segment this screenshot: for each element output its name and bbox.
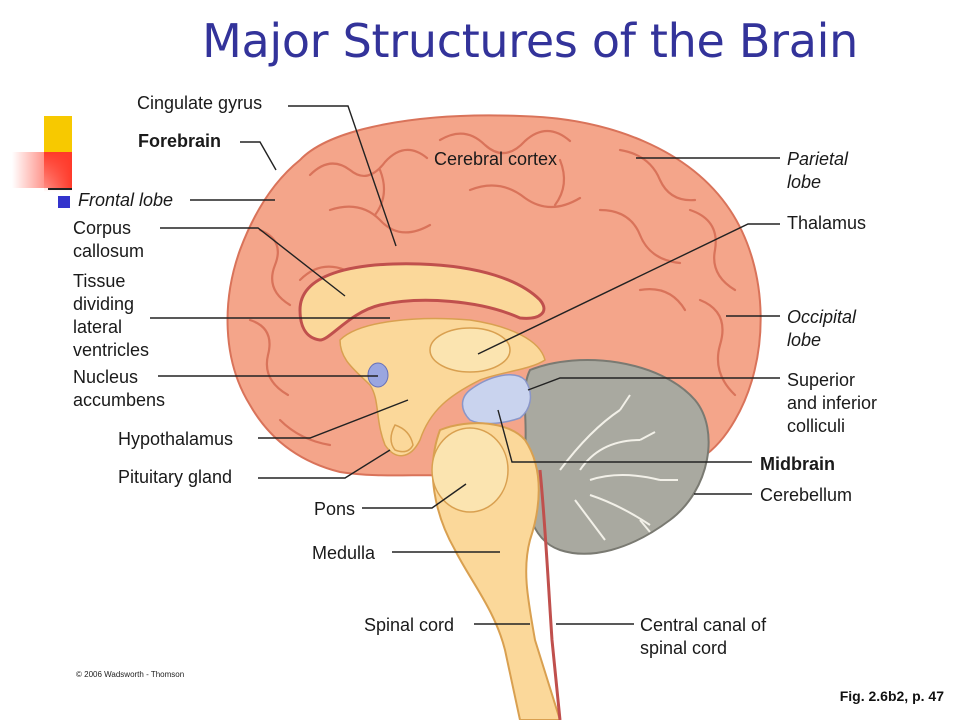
cerebellum-shape (522, 359, 710, 555)
label-canal-2: spinal cord (640, 638, 728, 658)
label-tissue-4: ventricles (73, 340, 150, 360)
colliculi-shape (461, 374, 532, 425)
deco-line (48, 188, 72, 190)
pituitary-shape (390, 424, 414, 453)
label-medulla: Medulla (312, 543, 376, 563)
label-parietal-1: Parietal (787, 149, 849, 169)
label-occipital-1: Occipital (787, 307, 857, 327)
label-colliculi-3: colliculi (787, 416, 846, 436)
pons-shape (431, 427, 509, 513)
label-nucleus-1: Nucleus (73, 367, 139, 387)
slide-title: Major Structures of the Brain (202, 14, 858, 68)
label-tissue-1: Tissue (73, 271, 126, 291)
corpus-callosum (298, 262, 546, 342)
label-colliculi-2: and inferior (787, 393, 878, 413)
deco-red-gradient-vertical (44, 152, 72, 192)
label-corpus-callosum-2: callosum (73, 241, 145, 261)
label-occipital-2: lobe (787, 330, 822, 350)
label-tissue-3: lateral (73, 317, 123, 337)
label-pons: Pons (314, 499, 356, 519)
central-canal (538, 469, 562, 720)
label-midbrain: Midbrain (760, 454, 835, 474)
label-tissue-2: dividing (73, 294, 135, 314)
nucleus-accumbens-shape (367, 362, 389, 388)
deco-yellow-square (44, 116, 72, 154)
label-hypothalamus: Hypothalamus (118, 429, 234, 449)
label-cerebral-cortex: Cerebral cortex (434, 149, 558, 169)
gyri (248, 129, 737, 447)
label-frontal-lobe: Frontal lobe (78, 190, 174, 210)
thalamus-shape (429, 327, 511, 373)
label-pituitary: Pituitary gland (118, 467, 233, 487)
figure-reference: Fig. 2.6b2, p. 47 (839, 688, 944, 704)
deco-blue-square (58, 196, 70, 208)
label-parietal-2: lobe (787, 172, 822, 192)
leader-lines (150, 105, 780, 625)
label-nucleus-2: accumbens (73, 390, 166, 410)
copyright-notice: © 2006 Wadsworth - Thomson (76, 670, 185, 679)
label-colliculi-1: Superior (787, 370, 856, 390)
label-thalamus: Thalamus (787, 213, 867, 233)
label-cingulate-gyrus: Cingulate gyrus (137, 93, 263, 113)
arbor-vitae (559, 394, 678, 541)
label-corpus-callosum-1: Corpus (73, 218, 132, 238)
label-spinal-cord: Spinal cord (364, 615, 455, 635)
label-forebrain: Forebrain (138, 131, 222, 151)
label-canal-1: Central canal of (640, 615, 767, 635)
label-cerebellum: Cerebellum (760, 485, 853, 505)
